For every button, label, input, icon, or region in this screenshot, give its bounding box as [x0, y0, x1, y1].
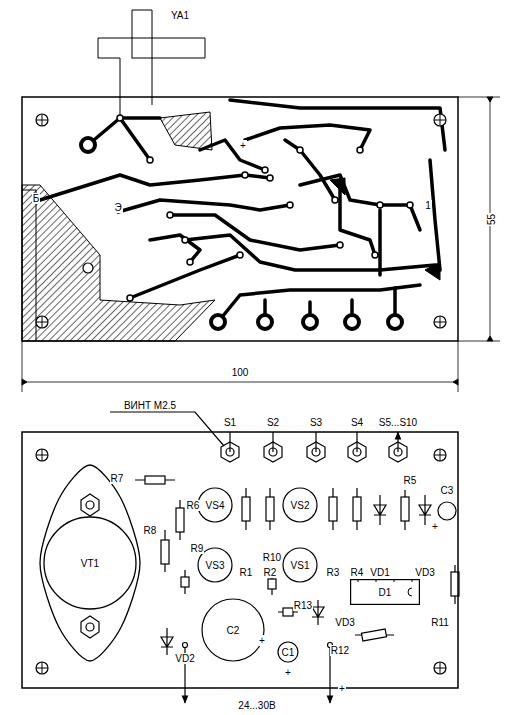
label: S2: [266, 417, 280, 428]
label: R9: [190, 543, 205, 554]
label: +: [258, 635, 266, 646]
label: R2: [263, 567, 278, 578]
part-label: VT1: [81, 558, 99, 569]
capacitor-outline: C2: [201, 598, 265, 662]
ic-package: D1: [350, 579, 420, 605]
label: Э: [113, 202, 122, 213]
label: R5: [403, 475, 418, 486]
label: R8: [143, 525, 158, 536]
screw-terminal: [110, 412, 407, 462]
label: Б: [32, 193, 41, 204]
label: R3: [326, 567, 341, 578]
label: +: [338, 683, 346, 694]
part-label: VS1: [291, 560, 310, 571]
label: S5...S10: [378, 417, 418, 428]
label: 1: [424, 200, 432, 211]
label: R11: [430, 617, 450, 628]
label: C3: [440, 485, 455, 496]
part-label: C1: [282, 647, 295, 658]
part-label: VS3: [206, 560, 225, 571]
part-label: VS2: [291, 500, 310, 511]
transistor-outline: VT1: [38, 463, 142, 663]
label: +: [284, 667, 292, 678]
part-label: VS4: [206, 500, 225, 511]
label: 24...30В: [237, 700, 276, 711]
resistor-symbol: [135, 476, 459, 641]
ya1-coil: [98, 10, 205, 118]
label: VD3: [414, 567, 435, 578]
label: R4: [350, 567, 365, 578]
label: VD3: [334, 617, 355, 628]
label: S1: [223, 417, 237, 428]
capacitor-outline: C1: [277, 641, 299, 663]
thyristor-outline: VS2: [282, 487, 318, 523]
label: R7: [110, 473, 125, 484]
board-outline: [22, 97, 458, 341]
label: VD2: [174, 653, 195, 664]
thyristor-outline: VS1: [282, 547, 318, 583]
label: 100: [231, 367, 250, 378]
part-label: D1: [379, 587, 392, 598]
thyristor-outline: VS4: [197, 487, 233, 523]
pcb-track: [40, 100, 445, 322]
label: ВИНТ M2.5: [123, 400, 177, 411]
label: +: [239, 140, 247, 151]
label: S3: [309, 417, 323, 428]
label: R13: [293, 600, 313, 611]
label: +: [431, 521, 439, 532]
label: S4: [350, 417, 364, 428]
label: YA1: [170, 10, 190, 21]
label: R10: [262, 552, 282, 563]
part-label: C2: [227, 625, 240, 636]
label: R6: [186, 500, 201, 511]
label: 55: [487, 212, 498, 225]
label: R12: [330, 645, 350, 656]
label: VD1: [369, 567, 390, 578]
label: R1: [239, 567, 254, 578]
